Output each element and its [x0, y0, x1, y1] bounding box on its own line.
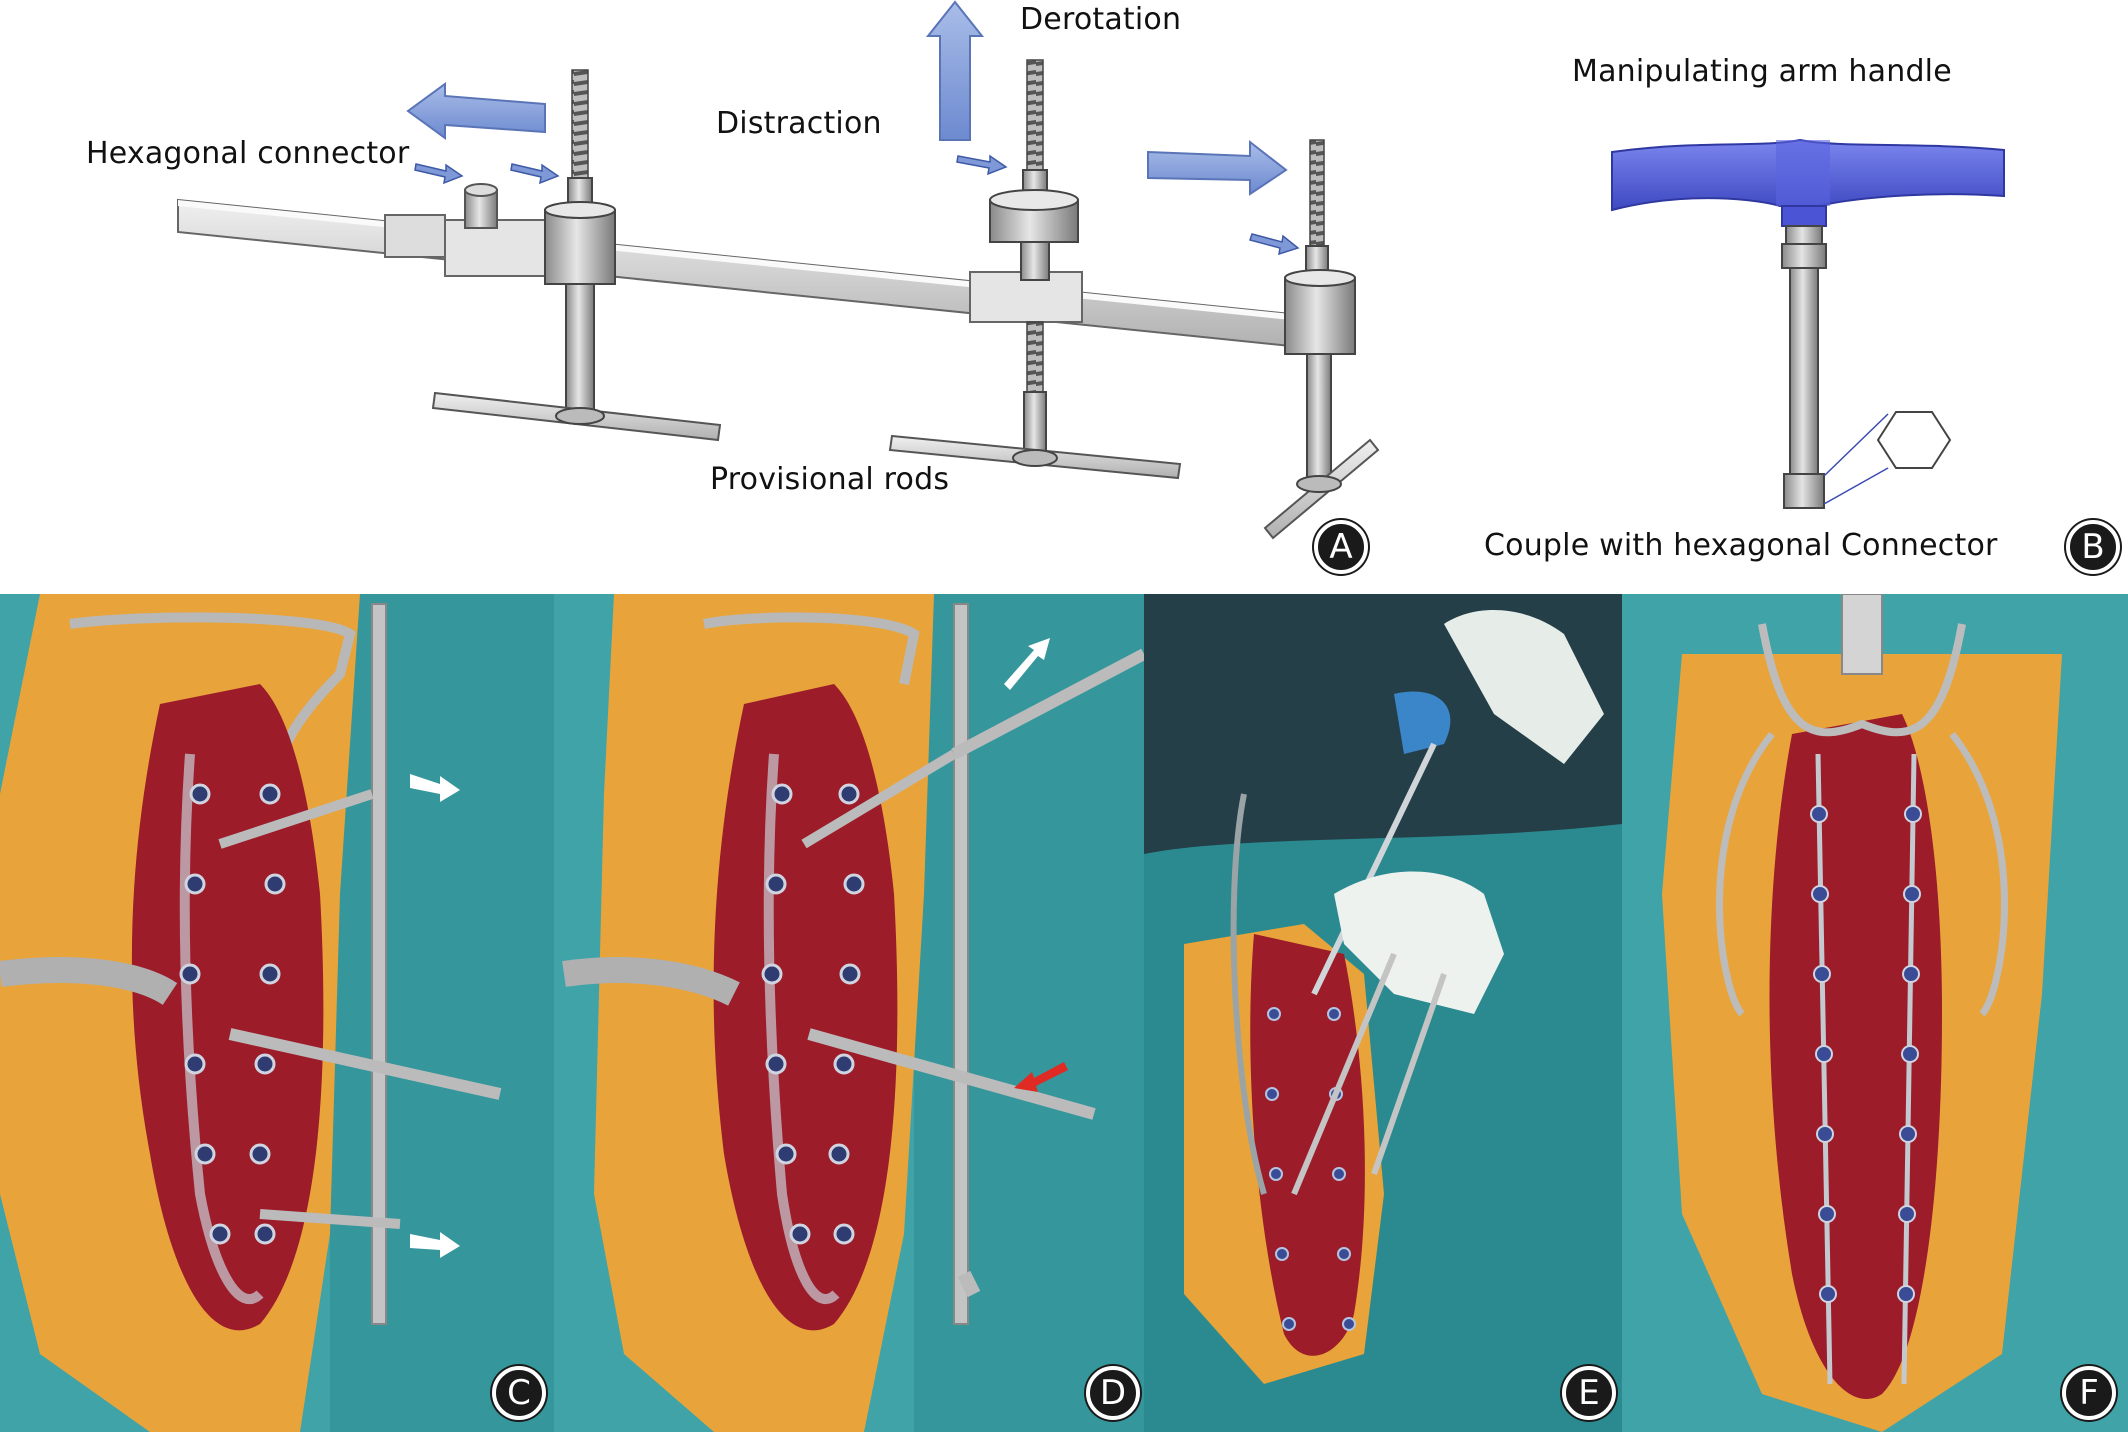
label-manipulating-arm-handle: Manipulating arm handle: [1572, 54, 1952, 89]
handle-shaft: [1781, 225, 1827, 509]
photo-panel-d: D: [554, 594, 1144, 1432]
distraction-derotation-instrument-diagram: [177, 0, 1380, 540]
label-hexagonal-connector: Hexagonal connector: [86, 136, 410, 171]
photo-panel-e: E: [1144, 594, 1622, 1432]
panel-badge-d: D: [1086, 1366, 1140, 1420]
screw-post-3: [1263, 139, 1380, 540]
hexagon-socket-detail: [1823, 411, 1952, 505]
panel-badge-b: B: [2066, 520, 2120, 574]
panel-badge-e: E: [1562, 1366, 1616, 1420]
panel-b: Manipulating arm handle Couple with hexa…: [1400, 0, 2128, 594]
label-derotation: Derotation: [1020, 2, 1182, 37]
screw-post-1: [431, 69, 722, 442]
big-arrow-distraction-right: [1147, 139, 1288, 196]
surgical-photo-e: [1144, 594, 1622, 1432]
panel-badge-a: A: [1314, 520, 1368, 574]
photo-panel-f: F: [1622, 594, 2128, 1432]
photo-panel-c: C: [0, 594, 554, 1432]
screw-post-2: [888, 59, 1182, 480]
panel-a: Hexagonal connector Distraction Derotati…: [0, 0, 1400, 594]
surgical-photo-d: [554, 594, 1144, 1432]
panel-badge-c: C: [492, 1366, 546, 1420]
label-distraction: Distraction: [716, 106, 882, 141]
panel-badge-f: F: [2062, 1366, 2116, 1420]
label-provisional-rods: Provisional rods: [710, 462, 950, 497]
label-couple-hexagonal-connector: Couple with hexagonal Connector: [1484, 528, 1998, 563]
main-bar: [177, 198, 1331, 352]
t-handle-grip: [1611, 138, 2005, 227]
big-arrow-derotation-up: [925, 0, 985, 141]
surgical-photo-c: [0, 594, 554, 1432]
manipulating-arm-handle-diagram: [1611, 138, 2005, 509]
surgical-photo-f: [1622, 594, 2128, 1432]
small-pointer-arrows: [414, 154, 1300, 256]
hexagonal-connector-knob: [464, 183, 498, 229]
big-arrow-distraction-left: [406, 82, 546, 140]
